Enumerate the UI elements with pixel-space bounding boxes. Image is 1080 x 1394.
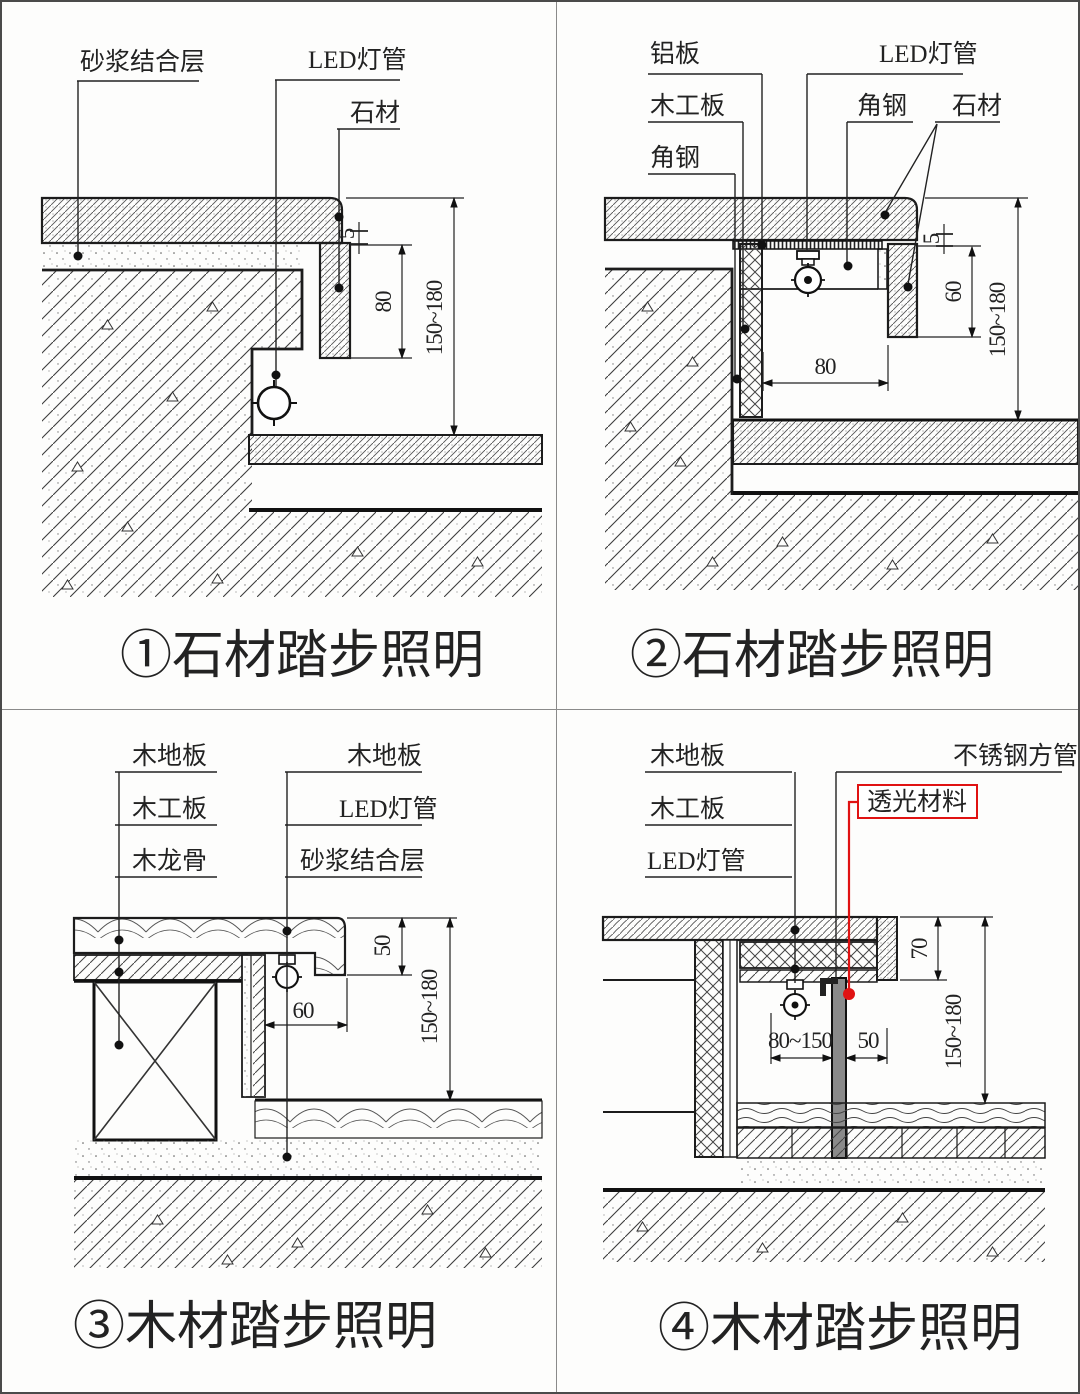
led-lamp-symbol: [251, 380, 297, 426]
label-angle-steel-right: 角钢: [857, 92, 907, 120]
label-translucent-material: 透光材料: [867, 788, 967, 816]
label-wood-joist: 木龙骨: [132, 847, 207, 875]
lower-tread-slab: [732, 419, 1078, 465]
riser-boards: [241, 954, 266, 1098]
leader-lines: [77, 79, 400, 386]
wood-tread: [72, 916, 347, 977]
mortar-band: [74, 1140, 542, 1177]
concrete-fill: [42, 270, 542, 597]
caption-4: ④木材踏步照明: [658, 1301, 1022, 1358]
dim-height-150-180: 150~180: [985, 282, 1010, 357]
dim-tread-70: 70: [907, 938, 932, 960]
leader-dots: [732, 210, 913, 384]
label-led-tube: LED灯管: [647, 847, 746, 875]
label-stone: 石材: [952, 92, 1002, 120]
leader-dots: [114, 926, 292, 1162]
dim-slot-50: 50: [858, 1028, 880, 1053]
stone-riser: [318, 241, 352, 360]
dim-recess-60: 60: [293, 998, 315, 1023]
label-led-tube: LED灯管: [308, 46, 407, 74]
label-steel-tube: 不锈钢方管: [953, 742, 1078, 770]
ground-fill: [603, 1192, 1045, 1262]
floor-board-band: [736, 1127, 1046, 1159]
panel-3-wood-step-lighting: 木地板 木工板 木龙骨 木地板 LED灯管 砂浆结合层 50 60 150~18…: [2, 710, 557, 1392]
label-led-tube: LED灯管: [339, 795, 438, 823]
plywood-board-horizontal: [739, 941, 878, 969]
panel-1-stone-step-lighting: 砂浆结合层 LED灯管 石材 5 80 150~180 ①石材踏步照明: [2, 2, 557, 710]
angle-steel-vertical: [877, 248, 888, 290]
panel-2-stone-step-lighting: 铝板 木工板 角钢 LED灯管 角钢 石材 5 60 80: [557, 2, 1078, 710]
label-plywood: 木工板: [650, 92, 725, 120]
wall-stud: [694, 939, 724, 1158]
leader-lines: [648, 73, 1000, 376]
label-plywood: 木工板: [650, 795, 725, 823]
dim-recess-80-150: 80~150: [768, 1028, 832, 1053]
stone-tread: [40, 196, 344, 245]
ground-fill: [74, 1180, 542, 1268]
translucent-material-callout: 透光材料: [843, 784, 978, 1000]
lower-wood-floor: [254, 1100, 543, 1139]
plywood-board: [73, 954, 248, 981]
label-wood-floor-left: 木地板: [132, 742, 207, 770]
tread-edge-cap: [876, 916, 898, 981]
mortar-bed: [42, 243, 302, 270]
leader-dots: [73, 212, 344, 380]
label-mortar-layer: 砂浆结合层: [80, 48, 205, 76]
label-led-tube: LED灯管: [879, 40, 978, 68]
label-plywood: 木工板: [132, 795, 207, 823]
dim-height-150-180: 150~180: [417, 969, 442, 1044]
leader-dots: [790, 925, 800, 974]
dim-lip-5: 5: [334, 228, 359, 239]
detail-drawing-4: 透光材料 木地板 木工板 LED灯管 不锈钢方管 80~150 50 70 15…: [601, 742, 1078, 1358]
dim-height-150-180: 150~180: [941, 994, 966, 1069]
label-wood-floor: 木地板: [650, 742, 725, 770]
concrete-fill: [605, 269, 1078, 590]
label-stone: 石材: [350, 99, 400, 127]
stone-tread: [603, 196, 919, 242]
caption-1: ①石材踏步照明: [120, 628, 484, 685]
label-wood-floor-right: 木地板: [347, 742, 422, 770]
label-aluminum-plate: 铝板: [650, 40, 700, 68]
detail-drawing-2: 铝板 木工板 角钢 LED灯管 角钢 石材 5 60 80: [603, 40, 1078, 685]
dim-lip-5: 5: [919, 233, 944, 244]
dimension-lines: [761, 196, 1028, 422]
angle-bracket: [820, 978, 838, 996]
caption-2: ②石材踏步照明: [630, 628, 994, 685]
detail-drawing-1: 砂浆结合层 LED灯管 石材 5 80 150~180 ①石材踏步照明: [40, 46, 543, 685]
led-lamp-symbol: [780, 979, 810, 1020]
dim-height-150-180: 150~180: [422, 280, 447, 355]
wood-joist-box: [92, 980, 218, 1142]
detail-drawing-3: 木地板 木工板 木龙骨 木地板 LED灯管 砂浆结合层 50 60 150~18…: [72, 742, 543, 1356]
dim-depth-80: 80: [371, 291, 396, 313]
mortar-band: [740, 1160, 1045, 1187]
leader-lines: [115, 771, 422, 1154]
lower-wood-floor: [736, 1102, 1046, 1128]
leader-lines: [645, 771, 1062, 983]
led-lamp-symbol: [791, 250, 825, 297]
label-mortar-layer: 砂浆结合层: [300, 847, 425, 875]
dim-drop-60: 60: [941, 281, 966, 303]
dimension-lines: [769, 915, 993, 1105]
dimension-lines: [346, 196, 464, 437]
dimension-lines: [263, 916, 457, 1102]
dim-tread-50: 50: [370, 935, 395, 957]
board-strip: [739, 969, 878, 983]
label-angle-steel-left: 角钢: [650, 144, 700, 172]
dim-depth-80: 80: [815, 354, 837, 379]
panel-4-wood-step-lighting: 透光材料 木地板 木工板 LED灯管 不锈钢方管 80~150 50 70 15…: [557, 710, 1078, 1392]
caption-3: ③木材踏步照明: [73, 1299, 437, 1356]
lower-tread-slab: [248, 434, 543, 465]
plywood-board: [739, 243, 763, 418]
